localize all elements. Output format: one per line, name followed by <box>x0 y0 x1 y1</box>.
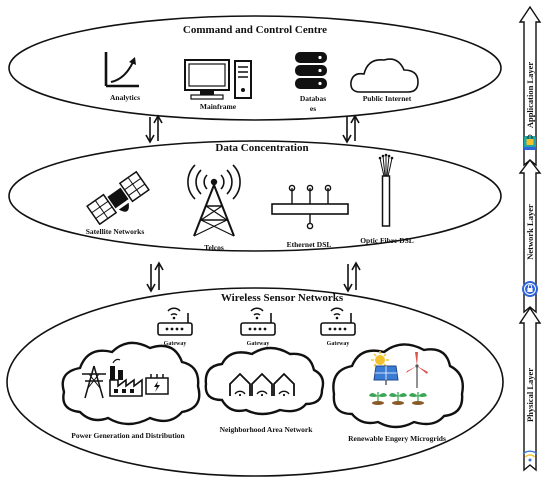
physical-ellipse <box>6 287 504 477</box>
public-internet-cloud-icon <box>350 58 419 93</box>
network-tier-title: Data Concentration <box>215 142 308 154</box>
application-tier: Command and Control Centre Analytics Mai… <box>8 15 502 121</box>
ethernet-switch-icon <box>271 184 349 230</box>
network-tier: Data Concentration Satellite Networks <box>8 140 502 252</box>
power-generation-cloud <box>61 341 201 426</box>
network-lock-icon <box>522 281 538 297</box>
wind-turbine-icon <box>406 352 428 388</box>
public-internet-label: Public Internet <box>363 94 412 103</box>
gateway-label: Gateway <box>247 341 270 347</box>
houses-icon <box>229 372 295 397</box>
mainframe-label: Mainframe <box>200 102 237 111</box>
analytics-label: Analytics <box>110 93 140 102</box>
padlock-icon <box>524 134 536 150</box>
physical-layer-arrow <box>518 306 542 472</box>
gateway-icon <box>157 307 193 336</box>
application-layer-arrow <box>518 5 542 167</box>
factory-icon <box>109 358 143 397</box>
renewable-label: Renewable Engery Microgrids <box>348 434 446 443</box>
physical-tier: Wireless Sensor Networks Gateway Gatewa <box>6 287 504 477</box>
power-pylon-icon <box>82 365 106 399</box>
satellite-icon <box>86 170 150 226</box>
layer-arrows: Application Layer Network Layer Physical… <box>518 5 542 472</box>
plants-icon <box>369 392 427 405</box>
optic-fibre-icon <box>378 153 394 227</box>
renewable-cloud <box>332 343 464 429</box>
power-generation-label: Power Generation and Distribution <box>71 431 185 440</box>
satellite-label: Satellite Networks <box>86 227 145 236</box>
network-physical-connector-right <box>343 261 361 293</box>
neighborhood-label: Neighborhood Area Network <box>220 425 314 434</box>
network-layer-arrow <box>518 158 542 314</box>
telcos-label: Telcos <box>204 243 224 252</box>
application-layer-label: Application Layer <box>525 62 535 129</box>
physical-tier-title: Wireless Sensor Networks <box>221 292 344 304</box>
ethernet-dsl-label: Ethernet DSL <box>287 240 332 249</box>
optic-fibre-label: Optic Fibre DSL <box>360 236 414 245</box>
gateway-icon <box>320 307 356 336</box>
neighborhood-cloud <box>204 346 325 416</box>
app-network-connector-right <box>342 114 360 144</box>
app-network-connector-left <box>145 114 163 144</box>
mainframe-icon <box>184 59 252 100</box>
transformer-icon <box>145 374 169 395</box>
network-physical-connector-left <box>146 261 164 293</box>
application-tier-title: Command and Control Centre <box>183 24 327 36</box>
wifi-icon <box>522 450 538 462</box>
application-ellipse <box>8 15 502 121</box>
database-label-line2: es <box>310 104 316 113</box>
gateway-icon <box>240 307 276 336</box>
network-ellipse <box>8 140 502 252</box>
database-label-line1: Databas <box>300 94 326 103</box>
physical-layer-label: Physical Layer <box>525 368 535 422</box>
telco-tower-icon <box>187 164 241 237</box>
solar-panel-icon <box>373 365 399 385</box>
gateway-label: Gateway <box>327 341 350 347</box>
database-icon <box>295 52 327 89</box>
gateway-label: Gateway <box>164 341 187 347</box>
network-layer-label: Network Layer <box>525 204 535 260</box>
analytics-icon <box>104 52 139 88</box>
